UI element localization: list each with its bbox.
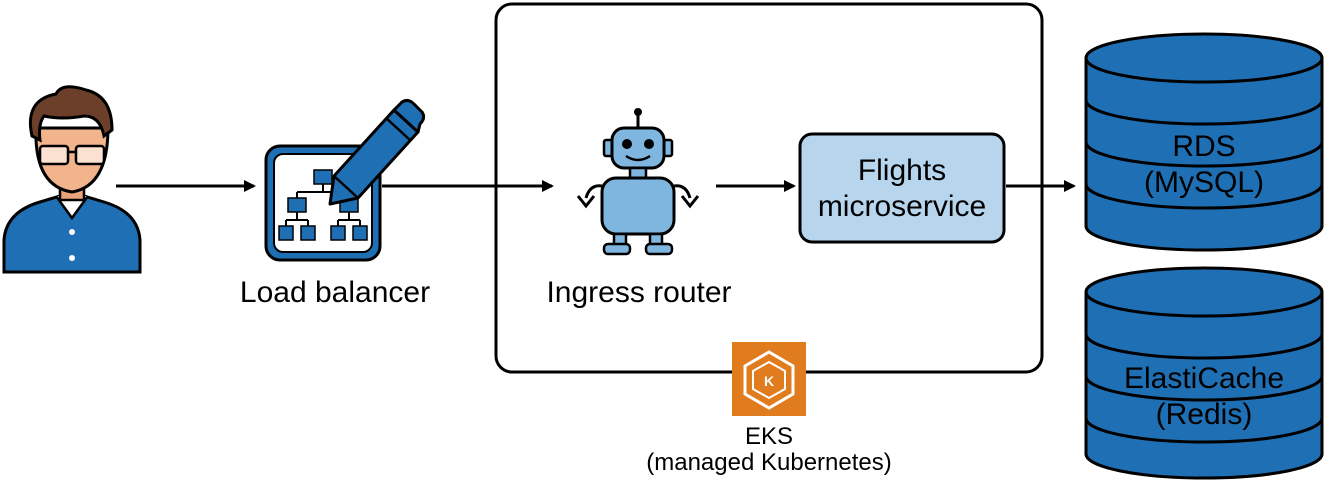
robot-icon: [576, 108, 700, 256]
pencil-icon: [328, 98, 426, 206]
flights-microservice-line1: Flights: [858, 154, 946, 187]
user-avatar-icon: [2, 85, 142, 274]
flights-microservice-line2: microservice: [818, 190, 986, 223]
eks-label-line1: EKS: [745, 423, 793, 450]
rds-label-line2: (MySQL): [1144, 166, 1264, 199]
flights-microservice-box: [798, 132, 1006, 244]
ingress-router-label: Ingress router: [546, 276, 731, 309]
eks-kubernetes-icon: K: [732, 342, 806, 416]
rds-database-icon: [1084, 32, 1324, 252]
elasticache-label-line1: ElastiCache: [1124, 362, 1284, 395]
eks-label-line2: (managed Kubernetes): [646, 449, 891, 476]
elasticache-database-icon: [1084, 266, 1324, 480]
svg-text:K: K: [764, 373, 774, 389]
rds-label-line1: RDS: [1172, 130, 1235, 163]
elasticache-label-line2: (Redis): [1156, 398, 1253, 431]
load-balancer-label: Load balancer: [240, 276, 430, 309]
